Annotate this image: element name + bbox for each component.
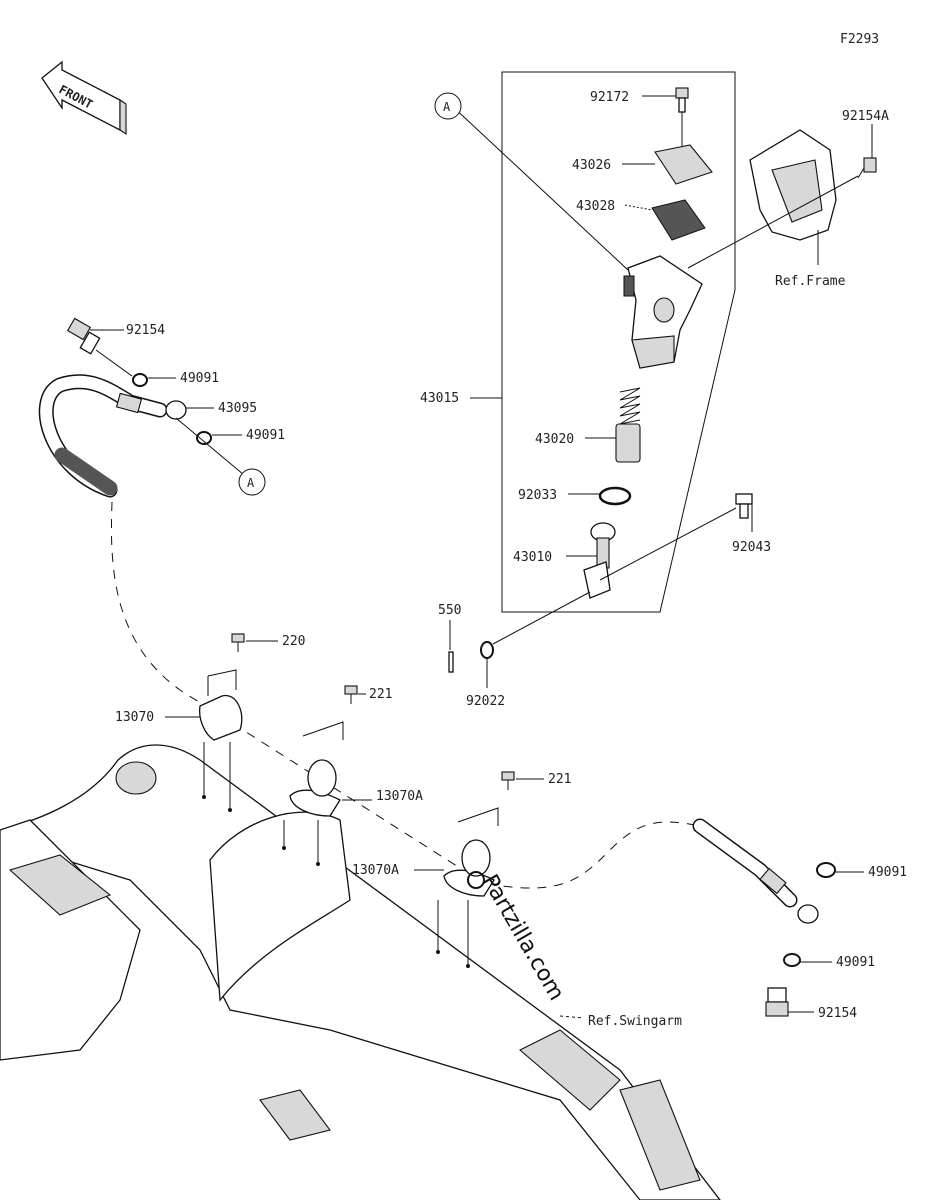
banjo-bolt-92154-top	[66, 317, 101, 355]
cotter-pin-550	[448, 651, 454, 673]
screw-221-rear	[501, 771, 515, 781]
washer-49091-a	[132, 373, 148, 387]
frame-bracket	[749, 129, 837, 241]
washer-92022	[480, 641, 494, 659]
callout-43010: 43010	[513, 550, 552, 565]
washer-49091-c	[816, 862, 836, 878]
assembly-bracket-43015	[501, 71, 736, 613]
screw-221-middle	[344, 685, 358, 695]
callout-43026: 43026	[572, 158, 611, 173]
front-arrow-icon: FRONT	[41, 60, 127, 136]
callout-92154-top: 92154	[126, 323, 165, 338]
marker-a-top	[434, 92, 462, 120]
swingarm	[0, 744, 721, 1200]
hose-clamp-13070A-middle	[289, 759, 341, 817]
washer-49091-b	[196, 431, 212, 445]
banjo-bolt-92154-bottom	[765, 987, 789, 1017]
callout-550: 550	[438, 603, 461, 618]
figure-code: F2293	[840, 32, 879, 47]
callout-221-middle: 221	[369, 687, 392, 702]
callout-92154A: 92154A	[842, 109, 889, 124]
callout-49091-b: 49091	[246, 428, 285, 443]
circlip-92033	[598, 486, 632, 506]
callout-92172: 92172	[590, 90, 629, 105]
reservoir-cap-43026	[654, 144, 713, 185]
svg-text:A: A	[247, 476, 255, 490]
bolt-92154A	[857, 157, 877, 179]
callout-92043: 92043	[732, 540, 771, 555]
svg-text:A: A	[443, 100, 451, 114]
pin-92043	[735, 493, 753, 519]
callout-43015: 43015	[420, 391, 459, 406]
push-rod-43010	[583, 522, 616, 599]
callout-49091-a: 49091	[180, 371, 219, 386]
callout-49091-d: 49091	[836, 955, 875, 970]
callout-43028: 43028	[576, 199, 615, 214]
bolt-92172	[675, 87, 689, 113]
master-cylinder-body	[623, 255, 703, 369]
callout-43095: 43095	[218, 401, 257, 416]
callout-92022: 92022	[466, 694, 505, 709]
brake-hose-lower	[692, 818, 819, 924]
brake-hose-43095	[38, 374, 187, 498]
callout-92154-bottom: 92154	[818, 1006, 857, 1021]
callout-13070A-middle: 13070A	[376, 789, 423, 804]
piston-kit-43020	[615, 387, 641, 463]
callout-13070A-rear: 13070A	[352, 863, 399, 878]
ref-swingarm-label: Ref.Swingarm	[588, 1014, 682, 1029]
hose-clamp-13070	[198, 694, 243, 741]
callout-43020: 43020	[535, 432, 574, 447]
callout-13070: 13070	[115, 710, 154, 725]
callout-49091-c: 49091	[868, 865, 907, 880]
diaphragm-43028	[651, 199, 706, 241]
callout-221-rear: 221	[548, 772, 571, 787]
callout-220: 220	[282, 634, 305, 649]
ref-frame-label: Ref.Frame	[775, 274, 846, 289]
screw-220	[231, 633, 245, 643]
washer-49091-d	[783, 953, 801, 967]
callout-92033: 92033	[518, 488, 557, 503]
hose-clamp-13070A-rear	[443, 839, 495, 897]
marker-a-hose	[238, 468, 266, 496]
